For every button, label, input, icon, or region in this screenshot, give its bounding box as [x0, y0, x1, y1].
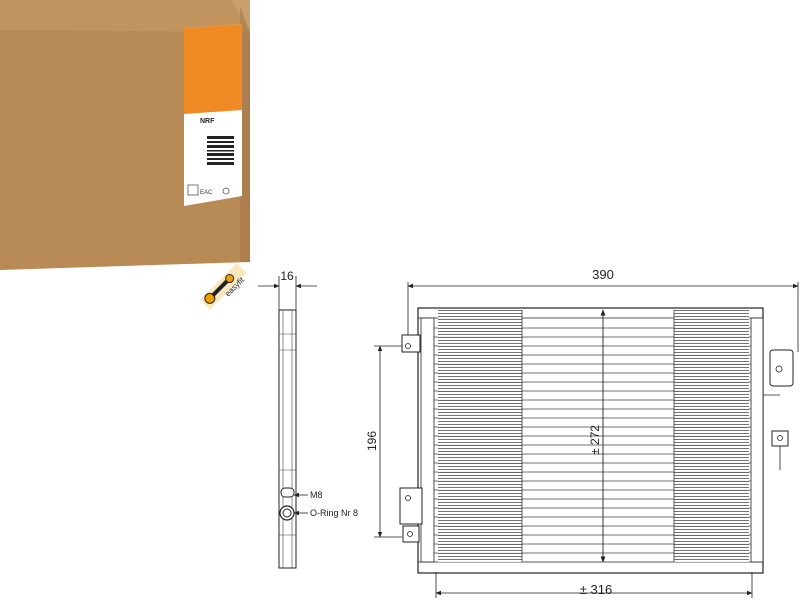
m8-thread-fitting — [280, 487, 295, 498]
wrench-icon — [204, 274, 235, 304]
right-fin-block — [674, 310, 749, 562]
barcode — [207, 136, 234, 165]
right-lower-bracket — [771, 430, 789, 470]
side-profile-body — [278, 309, 297, 569]
brand-logo: NRF — [200, 118, 215, 125]
easyfit-badge: easyfit — [199, 262, 247, 310]
oring-label: O-Ring Nr 8 — [310, 508, 358, 518]
left-lower-bracket — [399, 487, 423, 543]
front-view: 390 — [365, 267, 799, 598]
certification-marks: EAC — [200, 190, 213, 196]
cardboard-box: NRF EAC — [0, 0, 250, 270]
core-height-label: ± 272 — [588, 425, 602, 455]
left-fin-block — [438, 310, 522, 562]
recycle-icon — [187, 184, 199, 196]
side-width-label: 16 — [280, 269, 294, 283]
total-width-label: 390 — [592, 267, 614, 282]
right-header-tank — [750, 317, 764, 563]
mount-spacing-label: 196 — [365, 431, 379, 451]
seal-icon — [222, 187, 230, 195]
left-header-tank — [420, 317, 435, 563]
side-view: 16 M8 O-Ring Nr 8 — [258, 269, 358, 569]
thread-label: M8 — [310, 490, 323, 500]
label-orange-panel — [184, 24, 242, 114]
core-width-label: ± 316 — [580, 582, 612, 597]
right-upper-bracket — [763, 349, 794, 396]
box-label: NRF EAC — [184, 24, 242, 206]
left-upper-bracket — [401, 334, 421, 353]
